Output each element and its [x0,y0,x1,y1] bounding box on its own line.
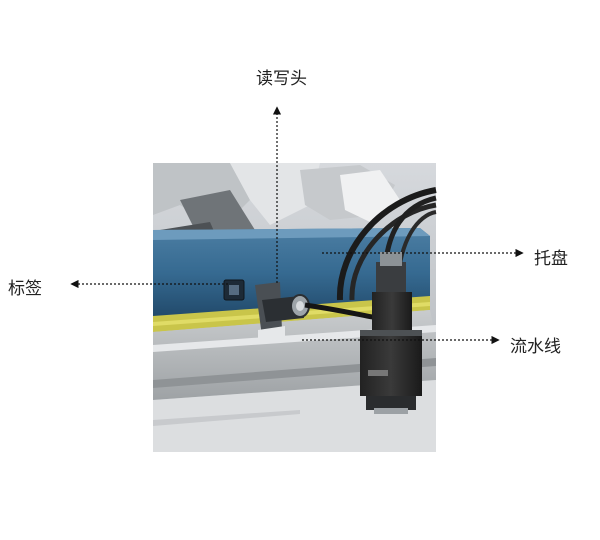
reader-head-label: 读写头 [256,69,307,89]
pallet-label: 托盘 [534,249,568,269]
assembly-line-label: 流水线 [510,337,561,357]
photo-illustration [153,163,437,452]
tag-label: 标签 [8,279,42,299]
